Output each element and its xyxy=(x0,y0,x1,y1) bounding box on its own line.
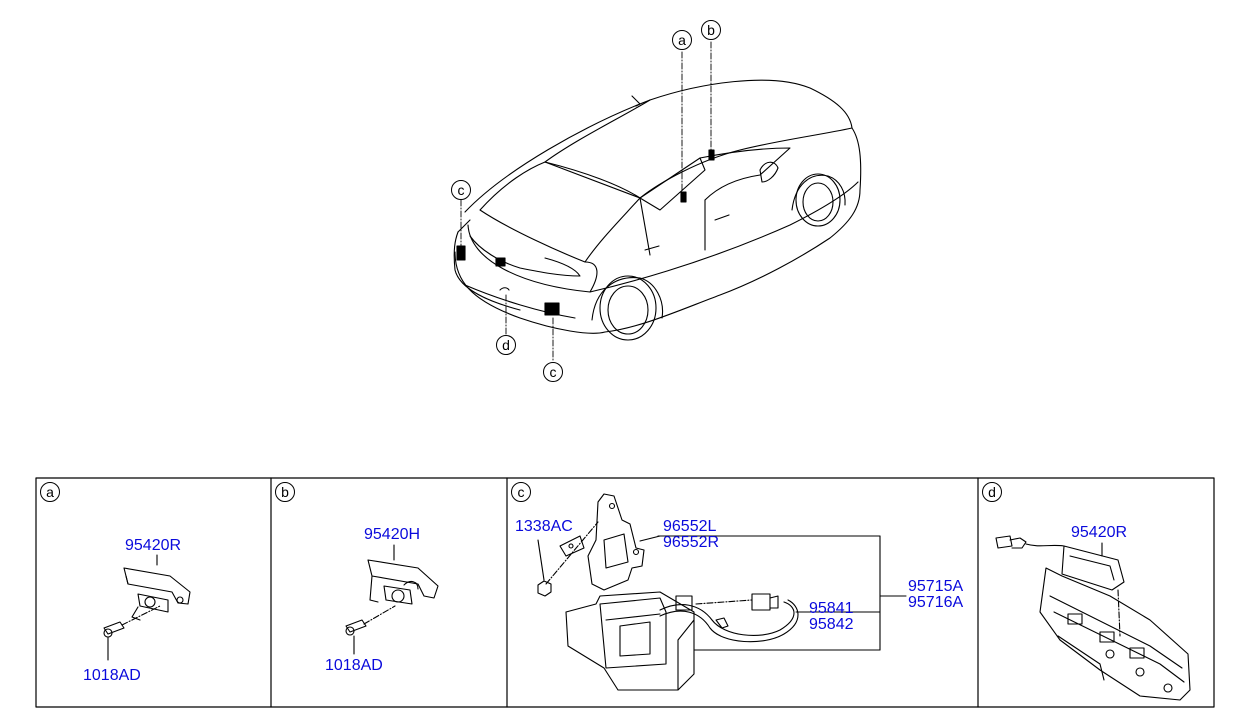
callout-c-overview-right: c xyxy=(543,362,563,382)
part-number-95716a[interactable]: 95716A xyxy=(908,594,964,611)
panel-a-letter: a xyxy=(40,482,60,502)
panel-c-letter: c xyxy=(511,482,531,502)
panel-b-part-drawing xyxy=(345,544,439,655)
callout-b-overview: b xyxy=(701,20,721,40)
part-number-1018ad-a[interactable]: 1018AD xyxy=(83,667,141,684)
part-number-95420h[interactable]: 95420H xyxy=(364,526,421,543)
part-number-95842[interactable]: 95842 xyxy=(809,616,854,633)
car-illustration xyxy=(453,79,862,341)
part-number-95420r-a[interactable]: 95420R xyxy=(125,537,182,554)
part-number-95715a[interactable]: 95715A xyxy=(908,578,964,595)
callout-a-overview: a xyxy=(672,30,692,50)
panel-b-letter: b xyxy=(275,482,295,502)
panel-a-part-drawing xyxy=(103,554,191,661)
panel-c-part-drawing xyxy=(537,493,907,691)
part-number-96552l[interactable]: 96552L xyxy=(663,518,717,535)
panel-d-part-drawing xyxy=(995,535,1191,701)
part-number-95420r-d[interactable]: 95420R xyxy=(1071,524,1128,541)
panel-d-letter: d xyxy=(982,482,1002,502)
callout-d-overview: d xyxy=(496,335,516,355)
part-number-1338ac[interactable]: 1338AC xyxy=(515,518,573,535)
part-number-96552r[interactable]: 96552R xyxy=(663,534,720,551)
part-number-95841[interactable]: 95841 xyxy=(809,600,854,617)
callout-c-overview-left: c xyxy=(451,180,471,200)
part-number-1018ad-b[interactable]: 1018AD xyxy=(325,657,383,674)
